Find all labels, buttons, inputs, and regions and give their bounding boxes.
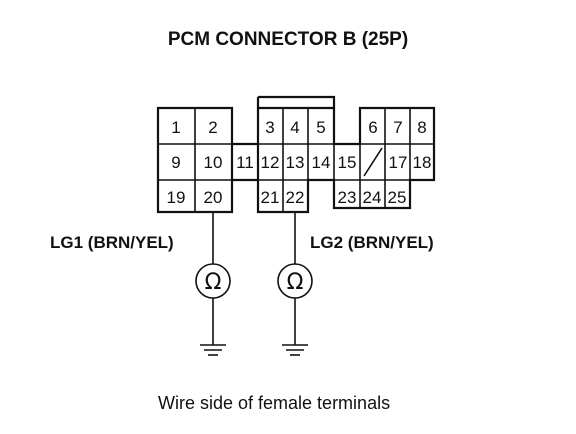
pin-15: 15 — [338, 153, 357, 172]
pin-2: 2 — [208, 118, 217, 137]
pin-3: 3 — [265, 118, 274, 137]
ohm-symbol: Ω — [205, 270, 222, 295]
lg1-label: LG1 (BRN/YEL) — [50, 233, 174, 252]
pin-17: 17 — [389, 153, 408, 172]
pin-20: 20 — [204, 188, 223, 207]
pin-1: 1 — [171, 118, 180, 137]
lg2-label: LG2 (BRN/YEL) — [310, 233, 434, 252]
pin-labels: 1 2 3 4 5 6 7 8 9 10 11 12 13 14 15 17 1… — [167, 118, 432, 207]
pin-4: 4 — [290, 118, 299, 137]
pin-18: 18 — [413, 153, 432, 172]
ground-icon — [282, 344, 308, 356]
pin-24: 24 — [363, 188, 382, 207]
pin-8: 8 — [417, 118, 426, 137]
pin-23: 23 — [338, 188, 357, 207]
connector-grid — [158, 108, 434, 212]
caption: Wire side of female terminals — [158, 393, 390, 413]
probe-lg1: LG1 (BRN/YEL) Ω — [50, 212, 231, 356]
pin-5: 5 — [316, 118, 325, 137]
pin-6: 6 — [368, 118, 377, 137]
ground-icon — [200, 344, 226, 356]
pin-25: 25 — [388, 188, 407, 207]
pin-10: 10 — [204, 153, 223, 172]
pin-12: 12 — [261, 153, 280, 172]
ohm-symbol: Ω — [287, 270, 304, 295]
pin-13: 13 — [286, 153, 305, 172]
pin-7: 7 — [393, 118, 402, 137]
pin-19: 19 — [167, 188, 186, 207]
pin-22: 22 — [286, 188, 305, 207]
probe-lg2: LG2 (BRN/YEL) Ω — [277, 212, 434, 356]
pin-21: 21 — [261, 188, 280, 207]
diagram-title: PCM CONNECTOR B (25P) — [168, 29, 408, 50]
pin-9: 9 — [171, 153, 180, 172]
pin-14: 14 — [312, 153, 331, 172]
pin-11: 11 — [236, 153, 254, 172]
